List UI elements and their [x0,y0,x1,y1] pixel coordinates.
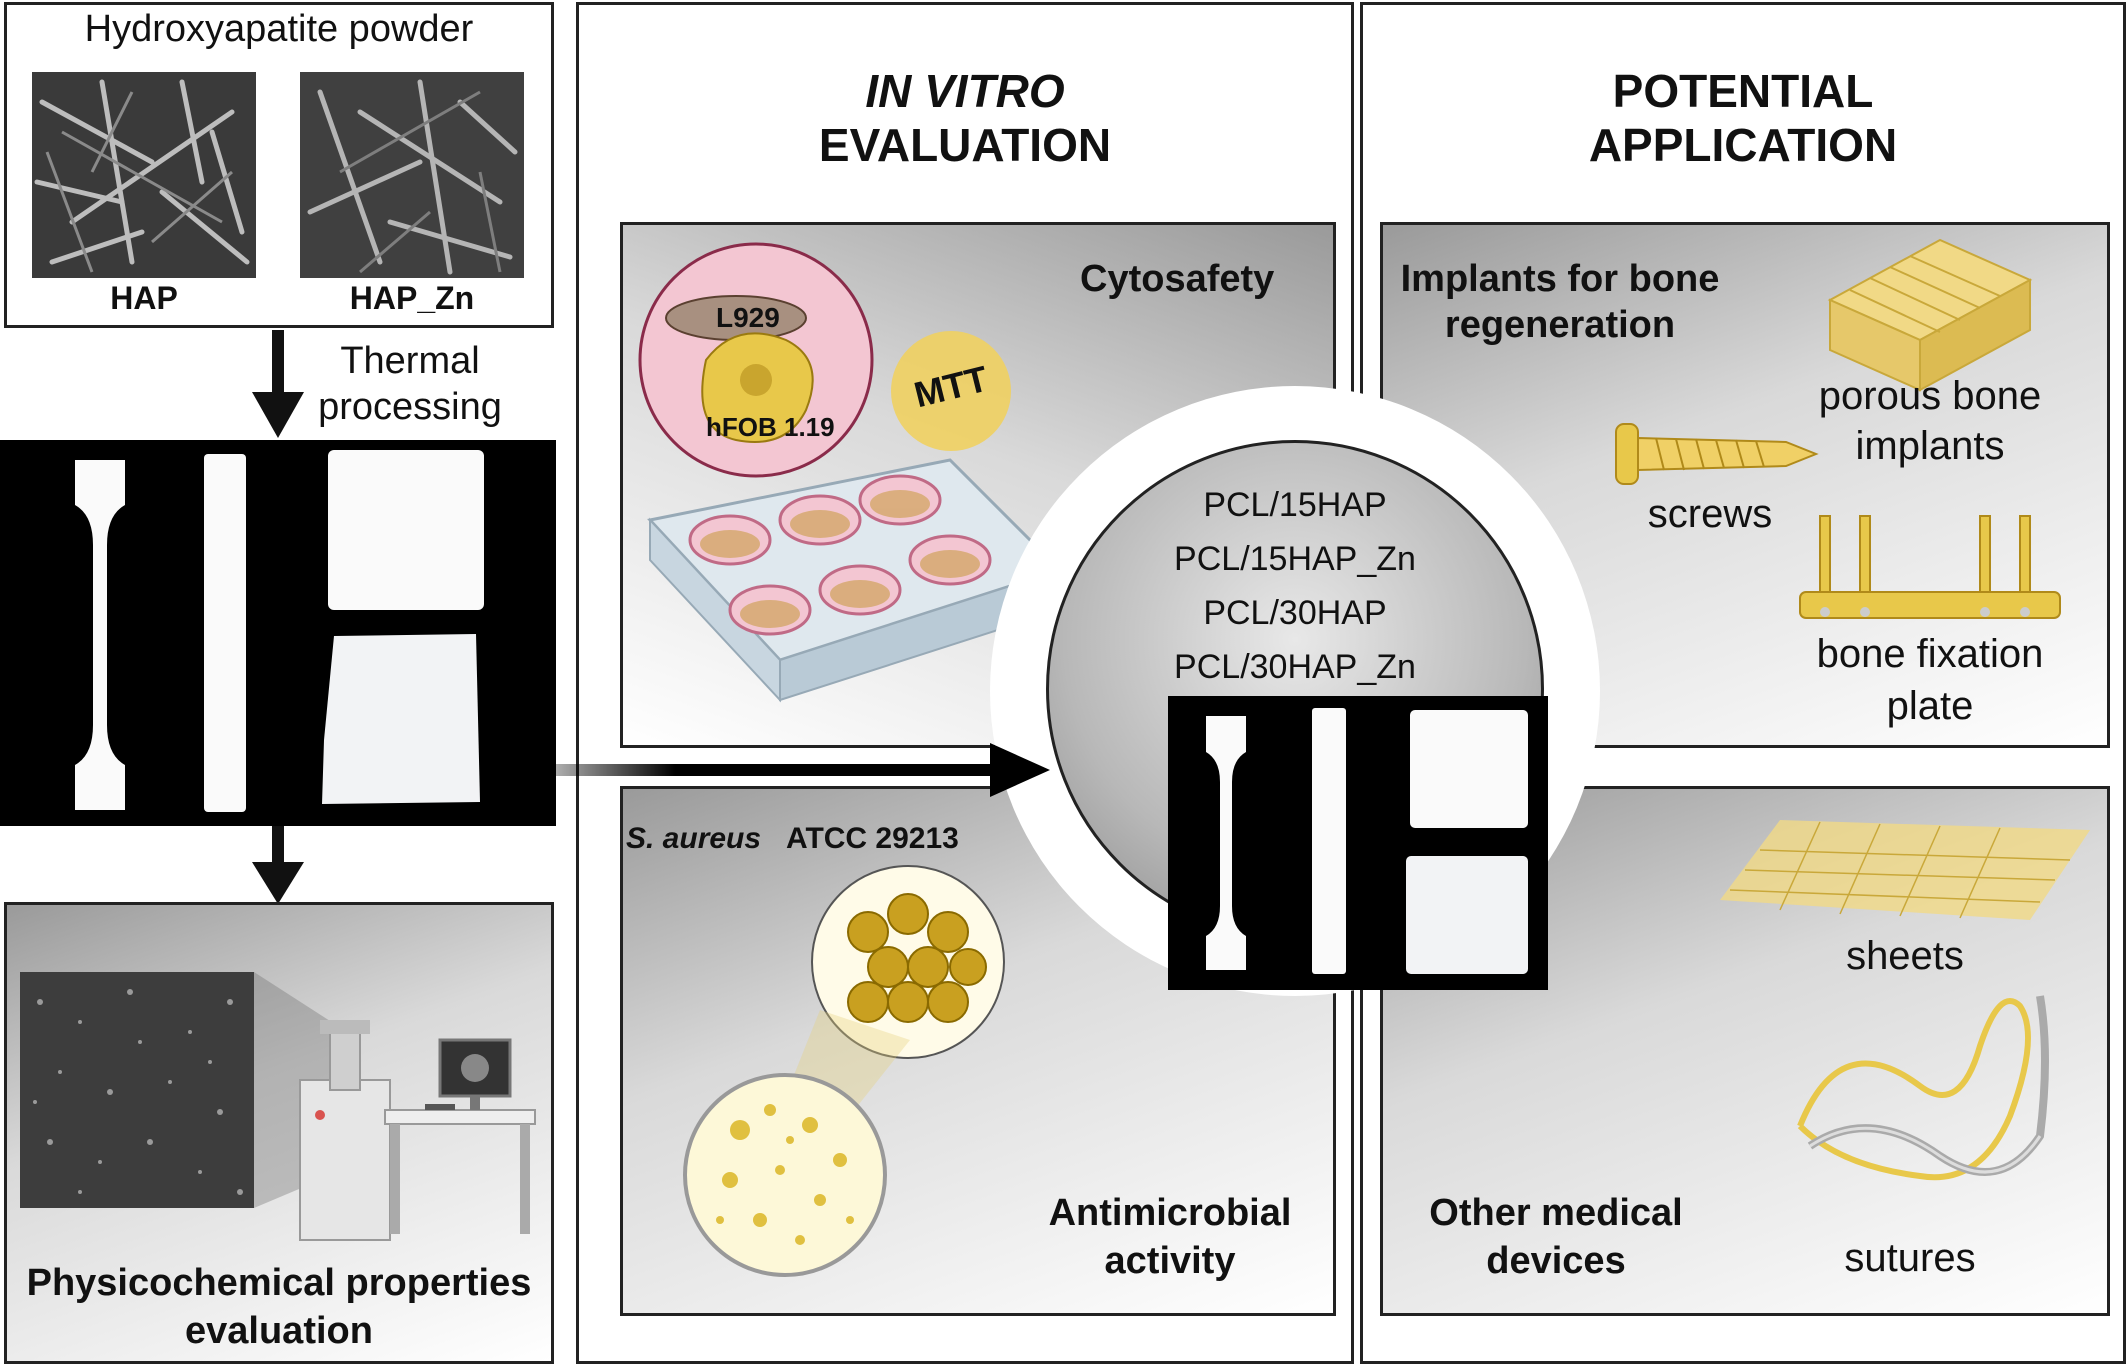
sheets-label: sheets [1846,934,1964,978]
devices-label-1: Other medical [1429,1192,1683,1234]
screws-label: screws [1647,492,1773,536]
cell-culture-icon [638,242,874,478]
mesh-sheet-icon [1720,820,2090,920]
cell-line-hfob: hFOB 1.19 [706,412,835,442]
material-3: PCL/30HAP [1203,594,1387,632]
sem-image-hap-zn [300,72,524,278]
antimicrobial-label-1: Antimicrobial [1048,1192,1292,1234]
arrow-down-icon [252,826,304,904]
implants-label-1: Implants for bone [1400,258,1720,300]
arrow-right-icon [500,743,1050,797]
devices-label-2: devices [1486,1240,1626,1282]
application-title-1: POTENTIAL [1612,65,1874,117]
cell-line-l929: L929 [716,302,780,333]
bacteria-magnified-icon [811,865,1005,1059]
plate-label-1: bone fixation [1816,632,2044,676]
sem-microscope-icon [299,1020,536,1241]
porous-label-1: porous bone [1818,374,2042,418]
antimicrobial-label-2: activity [1104,1240,1236,1282]
sem-image-surface [20,972,254,1208]
mtt-assay-icon [891,331,1011,451]
sutures-label: sutures [1844,1236,1976,1280]
porous-label-2: implants [1855,424,2005,468]
application-title-2: APPLICATION [1588,119,1898,171]
in-vitro-title-2: EVALUATION [818,119,1112,171]
suture-icon [1797,995,2049,1181]
label-hap: HAP [110,280,178,316]
arrow-down-icon [252,330,304,438]
screw-icon [1615,423,1819,485]
specimen-photo-small [1168,696,1548,990]
physicochemical-label-2: evaluation [185,1310,373,1352]
well-plate-icon [647,458,1063,703]
implants-label-2: regeneration [1444,304,1676,346]
sem-image-hap [32,72,256,278]
plate-label-2: plate [1886,684,1974,728]
bone-fixation-plate-icon [1799,515,2061,619]
porous-scaffold-icon [1827,238,2033,392]
material-2: PCL/15HAP_Zn [1174,540,1416,578]
powder-panel [4,2,554,328]
powder-title: Hydroxyapatite powder [84,8,474,50]
specimen-photo [0,440,556,826]
thermal-label-2: processing [318,386,502,428]
bacteria-label-strain: ATCC 29213 [786,822,959,855]
material-1: PCL/15HAP [1203,486,1387,524]
petri-dish-icon [683,1073,887,1277]
in-vitro-title-1: IN VITRO [865,65,1065,117]
thermal-label-1: Thermal [340,340,480,382]
bacteria-label-species: S. aureus [626,822,762,855]
cytosafety-label: Cytosafety [1080,258,1275,300]
physicochemical-label-1: Physicochemical properties [26,1262,532,1304]
label-hap-zn: HAP_Zn [349,280,475,316]
material-4: PCL/30HAP_Zn [1174,648,1416,686]
